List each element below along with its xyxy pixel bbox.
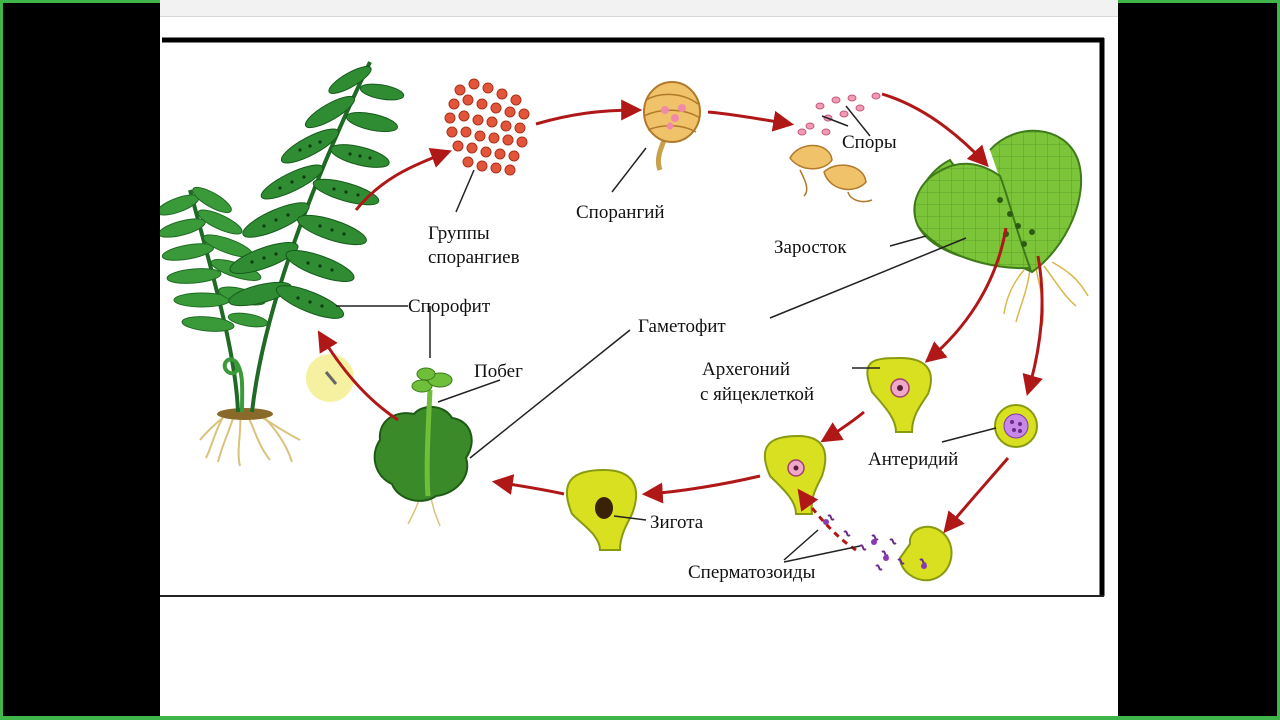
frame-border-bottom xyxy=(0,716,1280,720)
frame-border-left xyxy=(0,0,3,720)
spermatozoids-illustration xyxy=(823,514,953,582)
zygote-illustration xyxy=(566,468,637,551)
label-spermatozoids: Сперматозоиды xyxy=(688,562,816,583)
archegonium-fertilization-illustration xyxy=(763,434,827,515)
sporangium-illustration xyxy=(643,81,701,171)
label-sporangium: Спорангий xyxy=(576,202,665,223)
archegonium-egg-illustration xyxy=(866,356,932,433)
spores-illustration xyxy=(789,92,881,203)
diagram-border xyxy=(160,37,1105,597)
antheridium-illustration xyxy=(994,404,1038,448)
cursor-highlight xyxy=(306,354,354,402)
slide-canvas: Группы спорангиев Спорангий Споры Зарост… xyxy=(160,0,1118,716)
life-cycle-arrows xyxy=(317,92,1044,552)
fern-sporophyte-illustration xyxy=(160,61,405,467)
label-prothallus: Заросток xyxy=(774,237,847,258)
slide-top-bar xyxy=(160,0,1118,17)
label-sporophyte: Спорофит xyxy=(408,296,491,317)
young-sporophyte-illustration xyxy=(373,367,473,527)
label-antheridium: Антеридий xyxy=(868,449,958,470)
label-gametophyte: Гаметофит xyxy=(638,316,726,337)
prothallus-illustration xyxy=(913,129,1089,327)
label-archegonium-line2: с яйцеклеткой xyxy=(700,384,814,405)
label-sporangia-groups-line1: Группы xyxy=(428,223,490,244)
fern-life-cycle-diagram: Группы спорангиев Спорангий Споры Зарост… xyxy=(160,37,1105,597)
label-leader-lines xyxy=(336,105,997,563)
label-sporangia-groups-line2: спорангиев xyxy=(428,247,520,268)
label-shoot: Побег xyxy=(474,361,523,382)
sporangia-groups-illustration xyxy=(444,78,530,176)
frame-border-right xyxy=(1277,0,1280,720)
label-zygote: Зигота xyxy=(650,512,704,533)
label-spores: Споры xyxy=(842,132,897,153)
label-archegonium-line1: Архегоний xyxy=(702,359,790,380)
